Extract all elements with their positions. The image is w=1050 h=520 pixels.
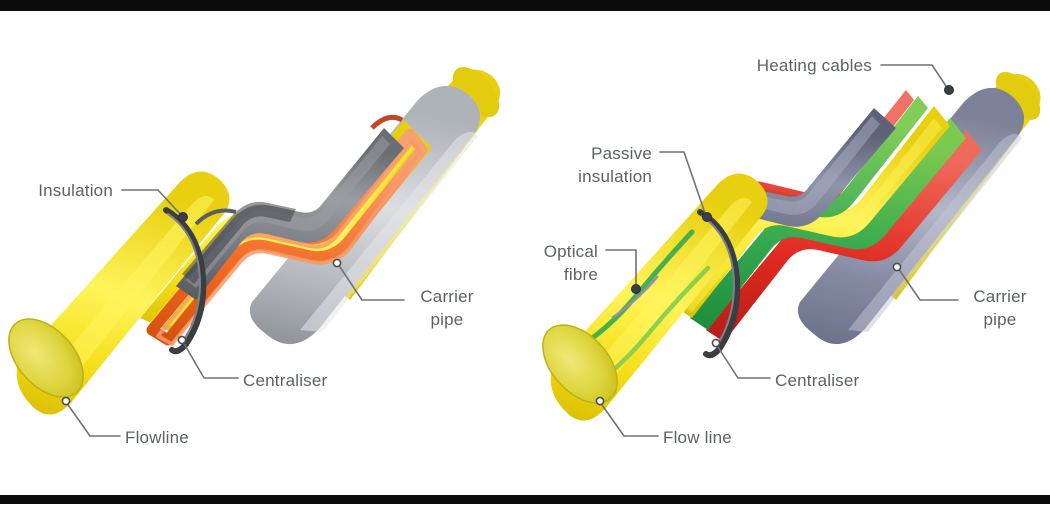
- left-orange-highlight-layer: [156, 140, 422, 346]
- frame-bar-bottom: [0, 495, 1050, 504]
- label-insulation: Insulation: [38, 181, 113, 200]
- leader-heating-cables: [880, 64, 949, 90]
- leader-dot-carrier-pipe-right: [892, 262, 902, 272]
- right-centraliser-band: [697, 209, 741, 359]
- right-centraliser-band-highlight: [701, 215, 735, 345]
- label-flowline: Flowline: [125, 428, 189, 447]
- label-carrier-pipe-right-line2: pipe: [984, 310, 1017, 329]
- leader-dot-optical-fibre: [631, 284, 641, 294]
- leader-dot-passive-insulation: [702, 212, 712, 222]
- left-flowline-highlight: [186, 136, 390, 288]
- left-near-highlight: [42, 195, 214, 392]
- frame-bar-top: [0, 0, 1050, 11]
- right-carrier-highlight: [848, 133, 1022, 332]
- leader-dot-heating-cables: [944, 85, 954, 95]
- left-leaders: [61, 189, 405, 437]
- right-diagram: Heating cables Passive insulation Optica…: [542, 56, 1041, 447]
- left-centraliser: [163, 207, 207, 355]
- label-optical-fibre-line2: fibre: [564, 265, 598, 284]
- right-yellow-highlight: [682, 118, 942, 312]
- right-flowline-body: [660, 108, 896, 290]
- leader-optical-fibre: [605, 249, 637, 289]
- label-carrier-pipe-right-line1: Carrier: [973, 287, 1026, 306]
- label-heating-cables: Heating cables: [757, 56, 872, 75]
- leader-carrier-pipe: [337, 263, 405, 301]
- leader-dot-insulation: [178, 212, 188, 222]
- label-carrier-pipe-line1: Carrier: [420, 287, 473, 306]
- label-optical-fibre-line1: Optical: [544, 242, 598, 261]
- left-diagram: Insulation Carrier pipe Centraliser Flow…: [8, 67, 501, 447]
- label-centraliser-right: Centraliser: [775, 371, 860, 390]
- leader-centraliser: [181, 339, 239, 379]
- right-optical-fibre-strand: [611, 275, 659, 320]
- left-near-end-face: [8, 318, 84, 398]
- leader-dot-flow-line: [595, 396, 605, 406]
- leader-insulation: [121, 189, 183, 217]
- leader-centraliser-right: [715, 343, 771, 379]
- right-flowline-end: [542, 173, 768, 421]
- right-red-band-2: [650, 90, 914, 296]
- label-passive-insulation-line1: Passive: [591, 144, 652, 163]
- left-centraliser-band-highlight: [167, 213, 201, 341]
- leader-dot-centraliser: [177, 335, 187, 345]
- label-flow-line: Flow line: [663, 428, 732, 447]
- left-collar-ring: [194, 208, 237, 226]
- leader-flowline: [65, 401, 121, 437]
- right-far-end-face: [995, 72, 1041, 120]
- left-flowline-end: [8, 171, 230, 415]
- left-collar-ring-2: [370, 114, 404, 130]
- left-centraliser-band: [163, 207, 207, 355]
- label-centraliser: Centraliser: [243, 371, 328, 390]
- label-carrier-pipe-line2: pipe: [431, 310, 464, 329]
- left-collar: [194, 114, 404, 226]
- leader-dot-carrier-pipe: [332, 258, 342, 268]
- leader-dot-centraliser-right: [711, 338, 721, 348]
- leader-dot-flowline: [61, 396, 71, 406]
- left-flowline-shadow: [182, 201, 296, 284]
- left-flowline: [176, 128, 404, 300]
- left-carrier-highlight: [300, 131, 478, 332]
- label-passive-insulation-line2: insulation: [578, 167, 652, 186]
- right-centraliser: [697, 209, 741, 359]
- leader-passive-insulation: [659, 151, 707, 217]
- leader-carrier-pipe-right: [897, 267, 959, 301]
- leader-flow-line: [599, 401, 659, 437]
- right-near-highlight: [578, 197, 752, 398]
- left-far-end-face: [452, 67, 500, 117]
- right-leaders: [595, 64, 959, 437]
- right-near-end-face: [542, 324, 618, 404]
